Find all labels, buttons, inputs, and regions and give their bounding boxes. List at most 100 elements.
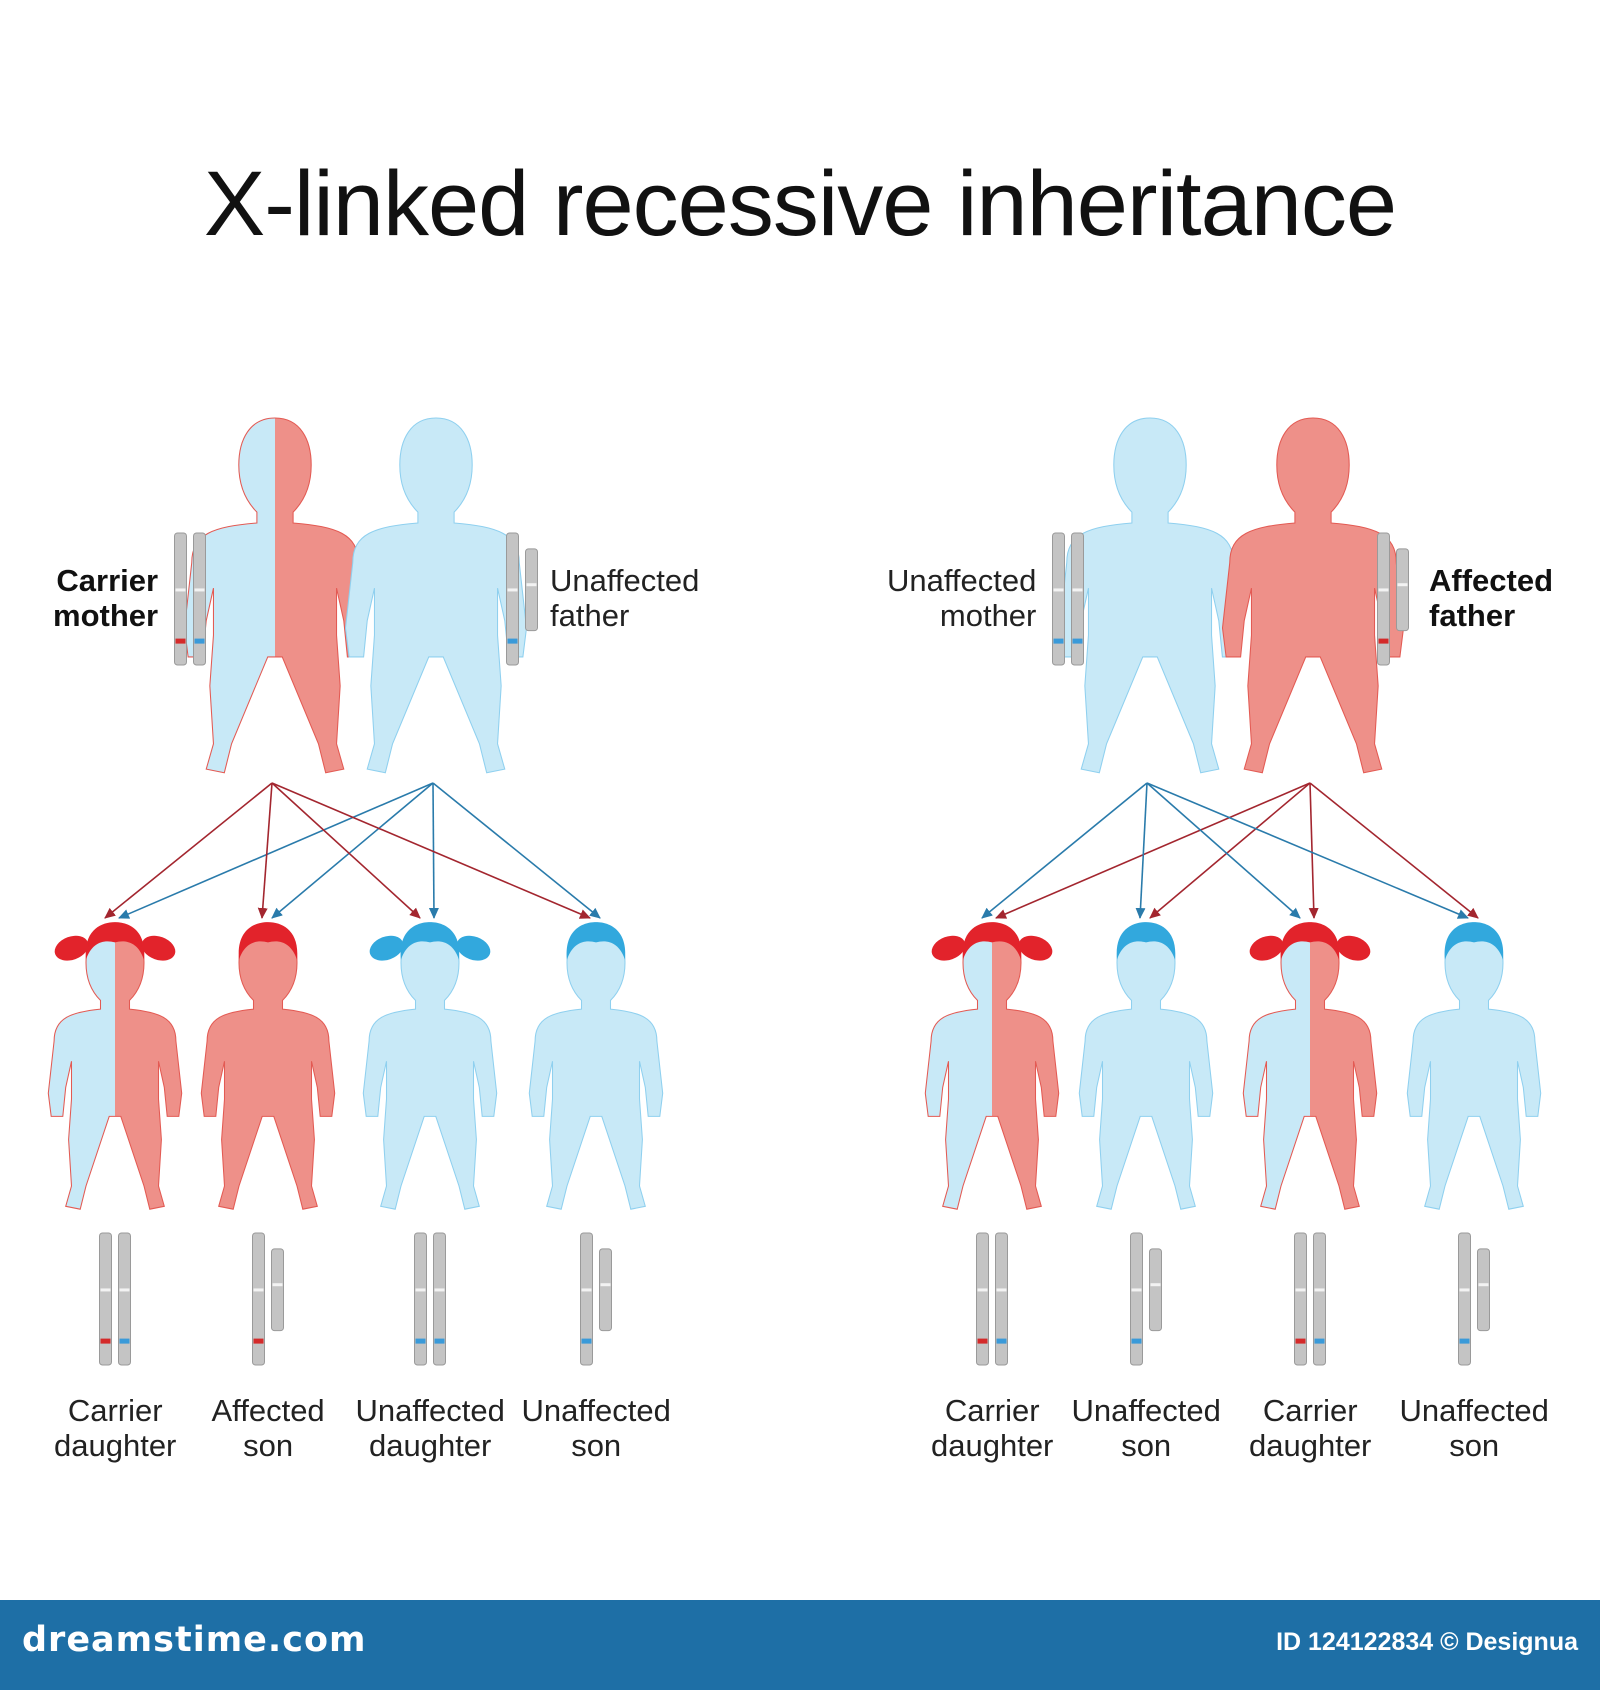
hair-icon	[1116, 922, 1176, 960]
left_panel-child-2-figure	[200, 922, 336, 1210]
hair-icon	[1280, 922, 1340, 960]
left_panel-arrow-mother-to-child-4	[271, 782, 591, 919]
right_panel-mother-figure	[1058, 417, 1242, 774]
right_panel-child-2-label-line: son	[1121, 1428, 1172, 1463]
left_panel-arrow-father-to-child-3	[428, 782, 439, 919]
x-chromosome	[174, 532, 187, 666]
right_panel-arrow-mother-to-child-4	[1146, 782, 1469, 919]
right_panel-child-3-chromosomes	[1294, 1232, 1326, 1366]
right_panel-child-3-figure	[1242, 922, 1378, 1210]
right_panel-arrow-mother-to-child-3	[1146, 782, 1301, 919]
right_panel-child-4-chromosomes	[1458, 1232, 1490, 1366]
right_panel-child-2-figure	[1078, 922, 1214, 1210]
left_panel-arrow-father-to-child-4	[432, 782, 601, 919]
hair-icon	[85, 922, 145, 960]
y-chromosome	[1396, 548, 1409, 632]
right_panel-arrow-mother-to-child-1	[981, 782, 1148, 919]
left_panel-arrow-mother-to-child-1	[104, 782, 273, 919]
right_panel-arrow-father-to-child-3	[1308, 782, 1319, 919]
right_panel-arrow-mother-to-child-2	[1135, 782, 1148, 919]
right_panel-arrow-father-to-child-4	[1309, 782, 1479, 919]
image-id-credit: ID 124122834 © Designua	[1276, 1628, 1578, 1656]
left_panel-arrow-father-to-child-2	[271, 782, 434, 919]
left_panel-father-figure	[344, 417, 528, 774]
x-chromosome	[976, 1232, 989, 1366]
left_panel-child-1-label-line: Carrier	[67, 1393, 163, 1428]
y-chromosome	[1477, 1248, 1490, 1332]
left_panel-arrow-father-to-child-1	[118, 782, 434, 919]
left_panel-father-chromosomes	[506, 532, 538, 666]
left_panel-child-3-figure	[362, 922, 498, 1210]
footer-bar: dreamstime.com ID 124122834 © Designua	[0, 1600, 1600, 1690]
right_panel-child-4-label-line: son	[1449, 1428, 1500, 1463]
y-chromosome	[271, 1248, 284, 1332]
left_panel-mother-figure	[183, 417, 367, 774]
x-chromosome	[193, 532, 206, 666]
right_panel-child-3-label-line: Carrier	[1262, 1393, 1358, 1428]
right_panel-child-1-figure	[924, 922, 1060, 1210]
left_panel-child-1-label-line: daughter	[54, 1428, 177, 1463]
x-chromosome	[1458, 1232, 1471, 1366]
y-chromosome	[599, 1248, 612, 1332]
x-chromosome	[995, 1232, 1008, 1366]
hair-icon	[566, 922, 626, 960]
x-chromosome	[433, 1232, 446, 1366]
diagram-title: X-linked recessive inheritance	[203, 153, 1397, 255]
right_panel-mother-chromosomes	[1052, 532, 1084, 666]
right_panel-child-4-figure	[1406, 922, 1542, 1210]
left_panel-mother-label-line: mother	[53, 598, 159, 633]
right_panel-child-1-chromosomes	[976, 1232, 1008, 1366]
hair-icon	[400, 922, 460, 960]
x-chromosome	[1052, 532, 1065, 666]
right_panel-child-1-label-line: Carrier	[944, 1393, 1040, 1428]
right_panel-arrow-father-to-child-1	[995, 782, 1311, 919]
right_panel-child-4-label-line: Unaffected	[1399, 1393, 1549, 1428]
right_panel-mother-label-line: mother	[939, 598, 1037, 633]
left_panel-arrow-mother-to-child-3	[271, 782, 421, 919]
right_panel-child-2-label-line: Unaffected	[1071, 1393, 1221, 1428]
hair-icon	[1444, 922, 1504, 960]
right_panel-father-label-line: father	[1429, 598, 1516, 633]
hair-icon	[238, 922, 298, 960]
left_panel-child-4-chromosomes	[580, 1232, 612, 1366]
left_panel-mother-chromosomes	[174, 532, 206, 666]
y-chromosome	[1149, 1248, 1162, 1332]
left_panel-father-label-line: father	[550, 598, 630, 633]
x-chromosome	[580, 1232, 593, 1366]
left_panel-child-1-chromosomes	[99, 1232, 131, 1366]
x-chromosome	[118, 1232, 131, 1366]
x-chromosome	[1130, 1232, 1143, 1366]
inheritance-diagram	[47, 417, 1542, 1366]
left_panel-child-4-label-line: son	[571, 1428, 622, 1463]
right_panel-father-chromosomes	[1377, 532, 1409, 666]
right_panel-father-label-line: Affected	[1429, 563, 1554, 598]
x-chromosome	[1377, 532, 1390, 666]
left_panel-child-2-label-line: Affected	[211, 1393, 325, 1428]
left_panel-child-4-figure	[528, 922, 664, 1210]
hair-icon	[962, 922, 1022, 960]
right_panel-child-3-label-line: daughter	[1249, 1428, 1372, 1463]
right_panel-child-1-label-line: daughter	[931, 1428, 1054, 1463]
left_panel-father-label-line: Unaffected	[550, 563, 700, 598]
left_panel-child-3-chromosomes	[414, 1232, 446, 1366]
left_panel-child-4-label-line: Unaffected	[521, 1393, 671, 1428]
y-chromosome	[525, 548, 538, 632]
x-chromosome	[252, 1232, 265, 1366]
x-chromosome	[1313, 1232, 1326, 1366]
brand-watermark: dreamstime.com	[22, 1620, 367, 1660]
x-chromosome	[1071, 532, 1084, 666]
x-chromosome	[99, 1232, 112, 1366]
right_panel-father-figure	[1221, 417, 1405, 774]
